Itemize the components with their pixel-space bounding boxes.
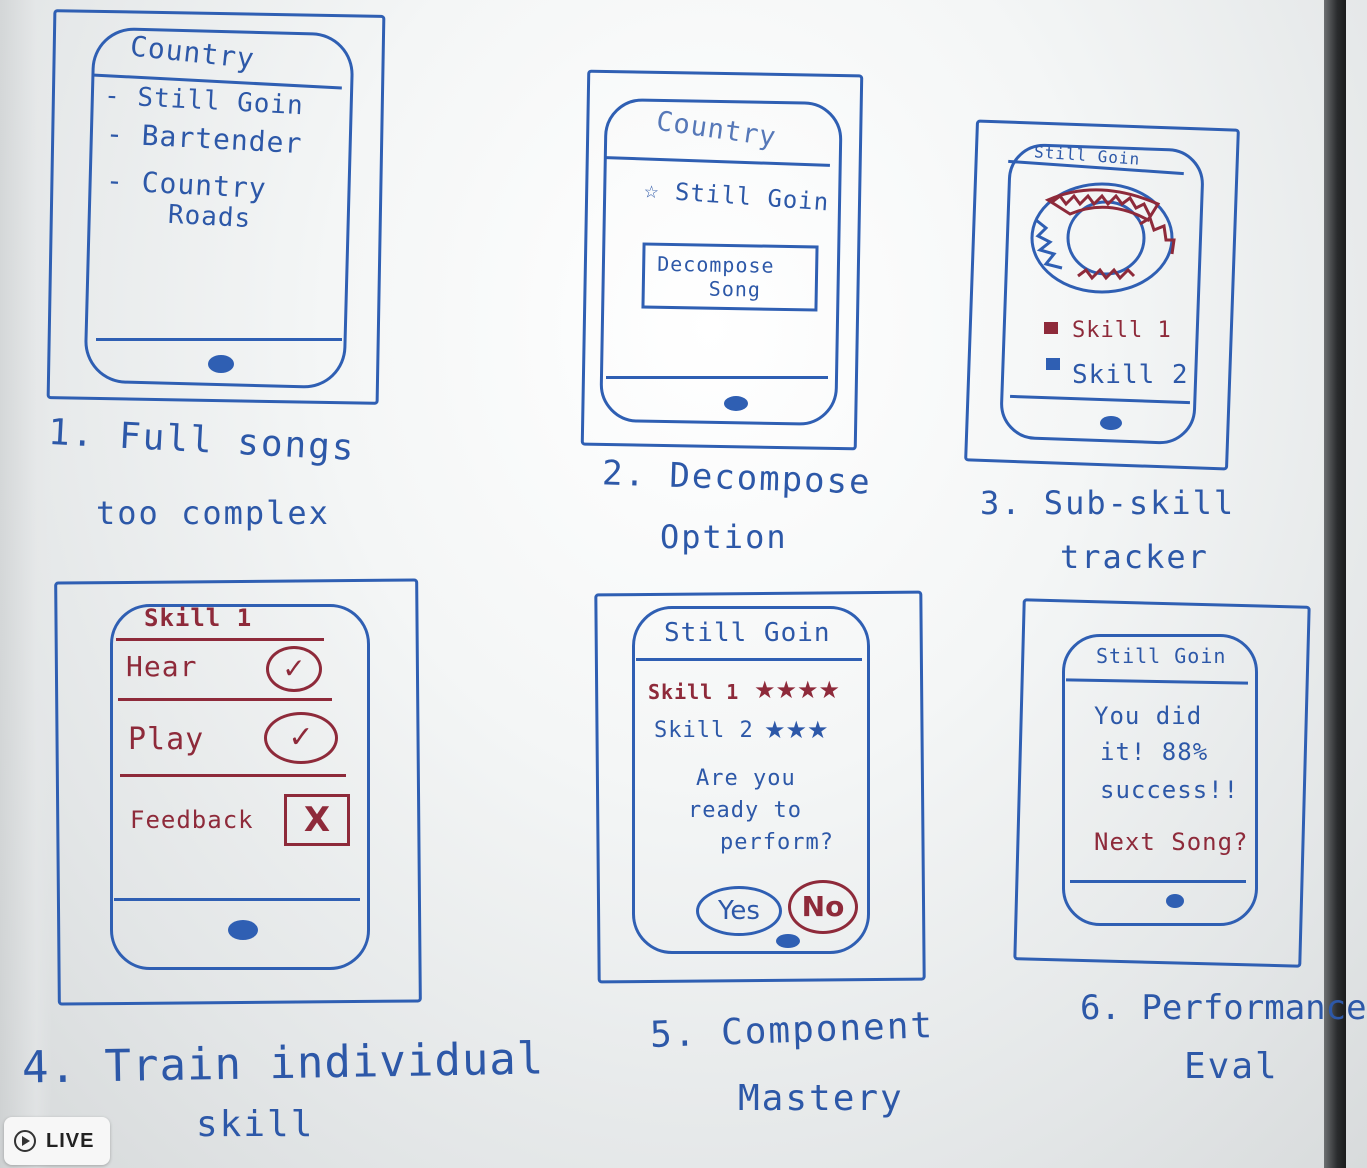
panel-5-question-line-2: ready to — [688, 798, 802, 823]
panel-4-header-line — [116, 638, 324, 641]
next-song-link[interactable]: Next Song? — [1094, 828, 1249, 856]
panel-4-row-1-mark: ✓ — [282, 652, 306, 685]
panel-4-row-3-mark: X — [303, 800, 331, 840]
decompose-button-label-1: Decompose — [657, 251, 775, 278]
decompose-button-label-2: Song — [708, 276, 762, 302]
panel-5-skill-1-label: Skill 1 — [648, 680, 740, 704]
legend-label-skill-1: Skill 1 — [1072, 318, 1172, 343]
donut-skill-1-segment — [1044, 188, 1161, 222]
panel-2-home-button[interactable] — [724, 396, 748, 411]
panel-4-row-1-check-icon[interactable]: ✓ — [266, 646, 322, 692]
panel-4-phone — [110, 604, 370, 970]
legend-swatch-skill-2 — [1046, 358, 1060, 370]
panel-6-footer-line — [1070, 880, 1246, 883]
panel-4-caption-line-1: 4. Train individual — [21, 1033, 545, 1094]
panel-5-phone — [632, 606, 870, 954]
panel-6-phone — [1062, 634, 1258, 926]
panel-5-header-line — [636, 658, 862, 661]
yes-button[interactable]: Yes — [696, 886, 782, 936]
panel-5-home-button[interactable] — [776, 934, 800, 948]
panel-1-home-button[interactable] — [208, 355, 234, 373]
panel-4-row-2-label: Play — [128, 722, 205, 757]
live-play-icon — [14, 1130, 36, 1152]
panel-3-home-button[interactable] — [1100, 416, 1122, 430]
board-left-shade — [0, 0, 52, 1168]
panel-6-caption-line-1: 6. Performance — [1080, 988, 1367, 1028]
panel-5-skill-1-stars-icon: ★★★★ — [754, 676, 841, 704]
legend-label-skill-2: Skill 2 — [1072, 360, 1189, 390]
donut-skill-1-hatch — [1051, 193, 1152, 217]
panel-1-item-3-cont: Roads — [167, 199, 253, 235]
panel-5-caption-line-1: 5. Component — [649, 1005, 935, 1056]
panel-6-home-button[interactable] — [1166, 894, 1184, 908]
panel-5-skill-2-label: Skill 2 — [654, 718, 754, 743]
donut-skill-2-hatch — [1035, 218, 1063, 270]
panel-4-home-button[interactable] — [228, 920, 258, 940]
panel-5-question-line-1: Are you — [696, 766, 796, 791]
panel-4-divider-1 — [118, 698, 332, 701]
board-right-frame — [1324, 0, 1346, 1168]
panel-4-row-2-check-icon[interactable]: ✓ — [264, 712, 338, 764]
live-photo-badge[interactable]: LIVE — [4, 1117, 110, 1165]
donut-outer-ring — [1030, 182, 1174, 294]
panel-2-caption-line-1: 2. Decompose — [601, 453, 873, 503]
panel-5-caption-line-2: Mastery — [738, 1078, 904, 1119]
panel-4-divider-2 — [120, 774, 346, 777]
panel-6-title: Still Goin — [1096, 644, 1227, 668]
skill-donut-chart — [1030, 182, 1176, 294]
panel-1-footer-line — [96, 338, 342, 341]
panel-4-caption-line-2: skill — [196, 1104, 315, 1145]
legend-swatch-skill-1 — [1044, 322, 1058, 334]
panel-6-message-line-3: success!! — [1100, 776, 1240, 804]
panel-4-row-1-label: Hear — [126, 650, 198, 683]
live-label: LIVE — [46, 1129, 95, 1152]
panel-3-caption-line-2: tracker — [1060, 538, 1209, 576]
no-button[interactable]: No — [788, 880, 858, 934]
panel-3-caption-line-1: 3. Sub-skill — [980, 484, 1236, 522]
panel-6-message-line-1: You did — [1094, 702, 1203, 730]
panel-2-footer-line — [606, 376, 828, 379]
panel-5-title: Still Goin — [664, 618, 831, 648]
panel-4-row-2-mark: ✓ — [288, 720, 314, 755]
panel-5-question-line-3: perform? — [720, 830, 834, 855]
panel-6-message-line-2: it! 88% — [1100, 738, 1209, 766]
donut-skill-1-hatch-lower — [1139, 215, 1176, 255]
panel-5-skill-2-stars-icon: ★★★ — [764, 716, 829, 744]
panel-4-footer-line — [114, 898, 360, 901]
donut-skill-1-hatch-bottom — [1077, 267, 1136, 281]
panel-1-caption-line-1: 1. Full songs — [47, 411, 357, 470]
panel-2-caption-line-2: Option — [660, 518, 788, 556]
panel-4-row-3-label: Feedback — [130, 806, 254, 834]
panel-1-caption-line-2: too complex — [96, 494, 330, 532]
panel-4-row-3-x-icon[interactable]: X — [284, 794, 350, 846]
panel-4-title: Skill 1 — [144, 604, 253, 632]
panel-6-caption-line-2: Eval — [1184, 1046, 1279, 1087]
decompose-song-button[interactable]: Decompose Song — [641, 242, 819, 312]
